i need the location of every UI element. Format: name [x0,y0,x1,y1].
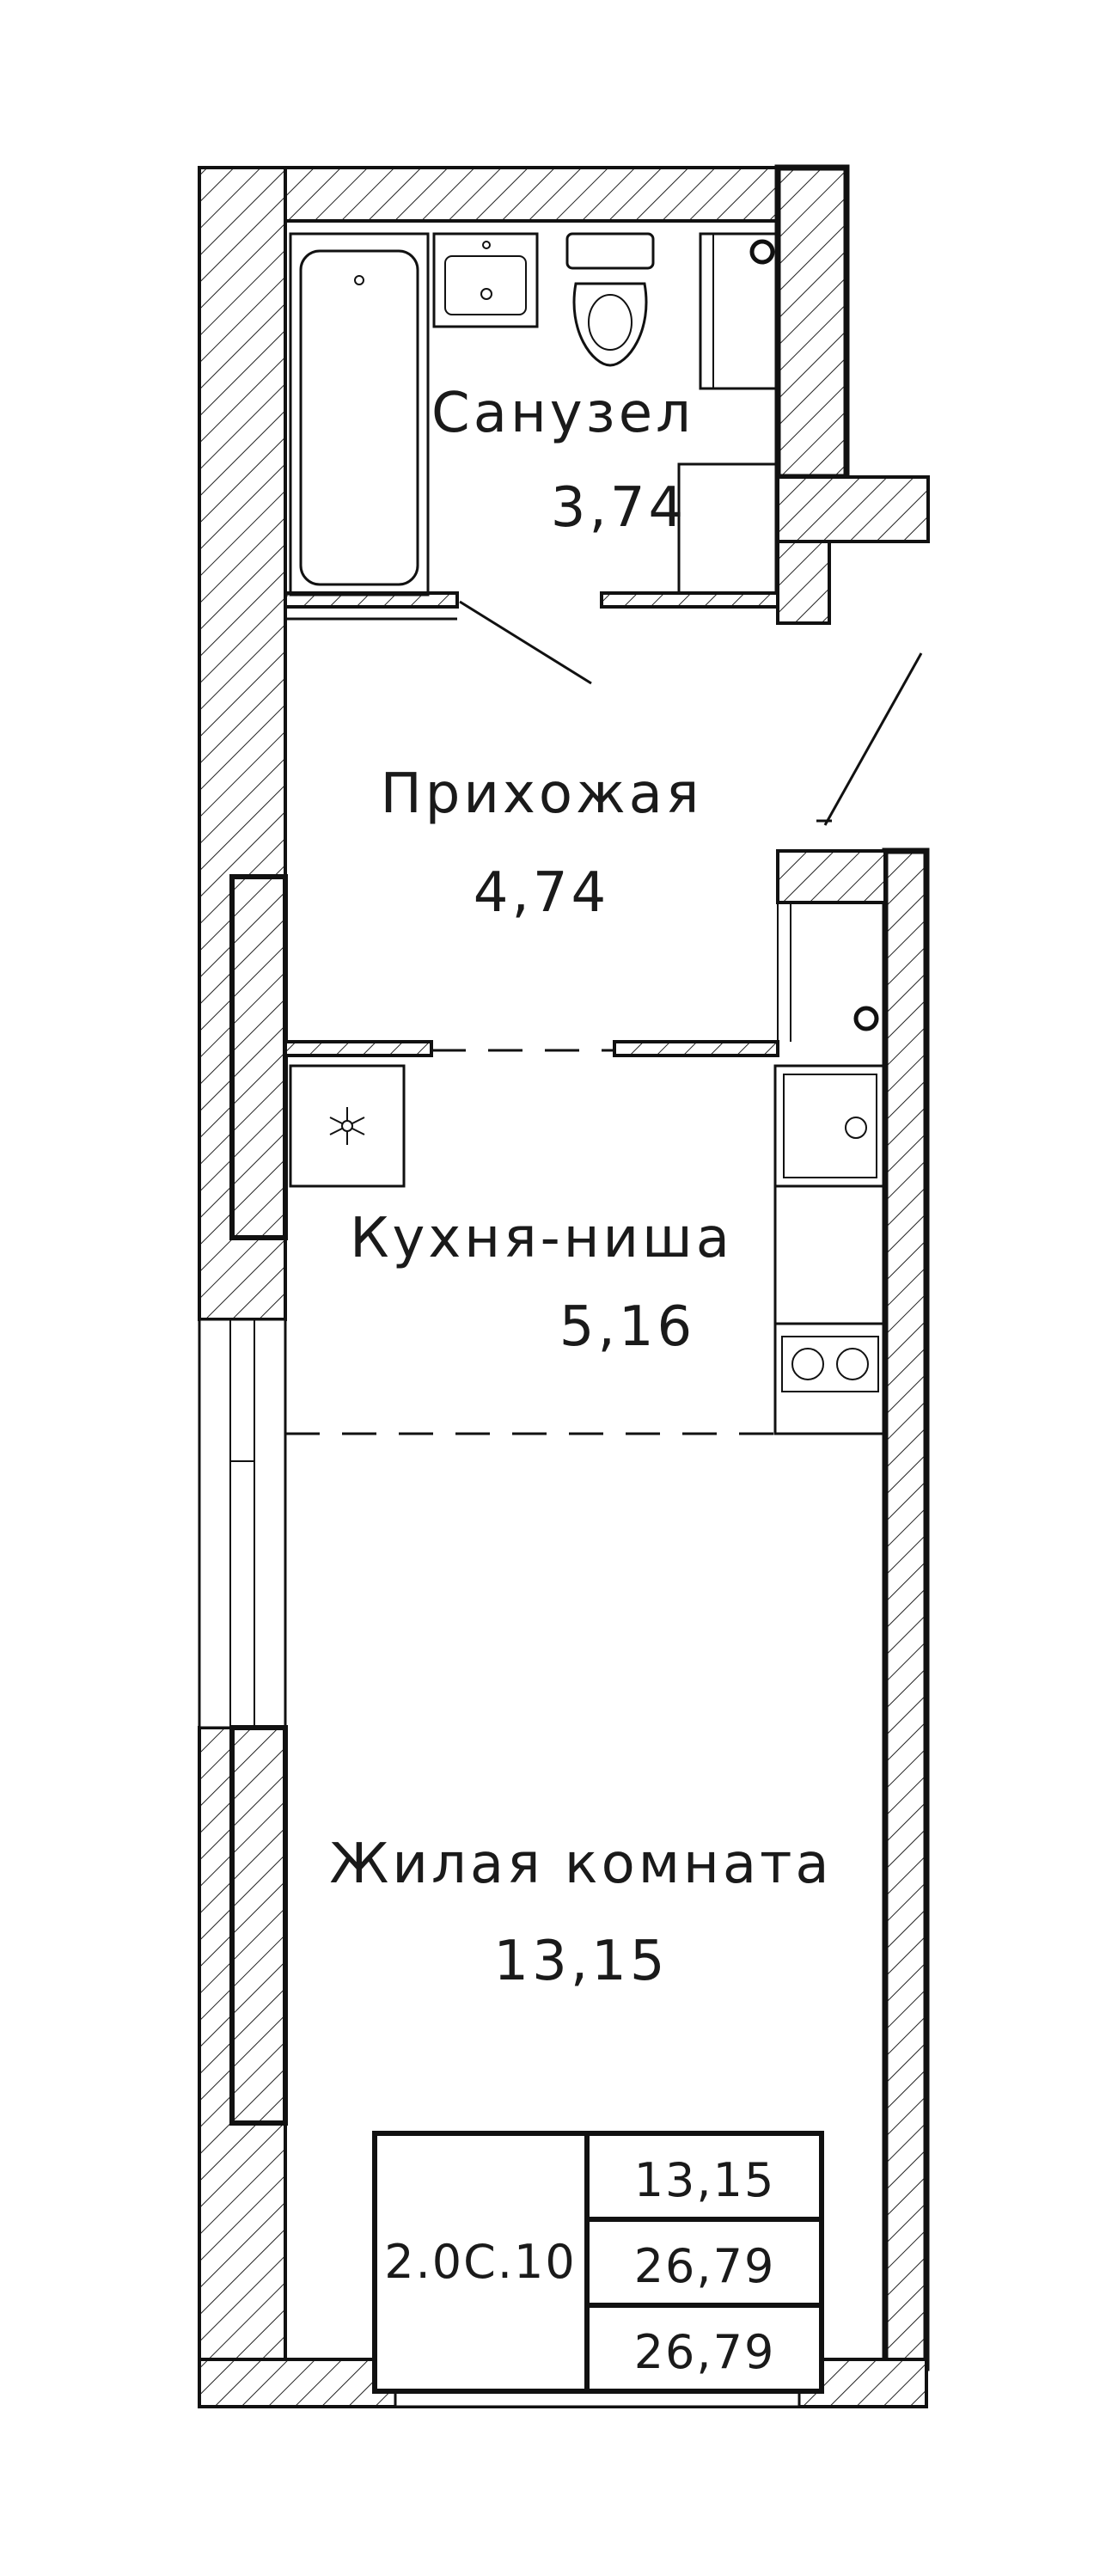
partitions [284,591,923,1435]
right-wall-living [883,849,928,2370]
room-name-living: Жилая комната [329,1833,832,1896]
total-area-balcony-value: 26,79 [634,2325,776,2379]
bathroom-door [459,600,592,685]
room-area-bathroom: 3,74 [551,476,688,540]
toilet-icon [565,232,655,367]
room-area-kitchen: 5,16 [559,1295,696,1359]
room-area-hallway: 4,74 [474,861,610,925]
area-summary-table: 2.0С.10 13,15 26,79 26,79 [372,2131,824,2394]
bathtub-icon [289,232,430,597]
kitchen-fixtures [289,1006,887,1435]
room-area-living: 13,15 [493,1930,668,1993]
shower-cabinet [699,232,778,390]
riser-icon [749,239,775,265]
bathroom-fixtures [285,232,778,621]
total-area-value: 26,79 [634,2239,776,2293]
sink-icon [432,232,539,328]
room-labels: Санузел 3,74 Прихожая 4,74 Кухня-ниша 5,… [329,382,832,1993]
entrance-door [823,652,923,826]
washing-machine [677,462,778,595]
living-area-value: 13,15 [634,2153,776,2207]
right-protrusion [776,475,930,543]
sink-icon-kitchen [773,1064,887,1188]
room-name-bathroom: Санузел [431,382,694,445]
right-wall-bathroom [776,166,848,479]
left-window [198,1318,287,1729]
fan-icon [289,1064,406,1188]
room-name-hallway: Прихожая [381,762,703,826]
apartment-code: 2.0С.10 [384,2235,576,2289]
fridge-icon [773,1184,887,1325]
room-name-kitchen: Кухня-ниша [350,1207,733,1270]
stove-icon [773,1322,887,1435]
riser-icon-kitchen [853,1006,879,1031]
